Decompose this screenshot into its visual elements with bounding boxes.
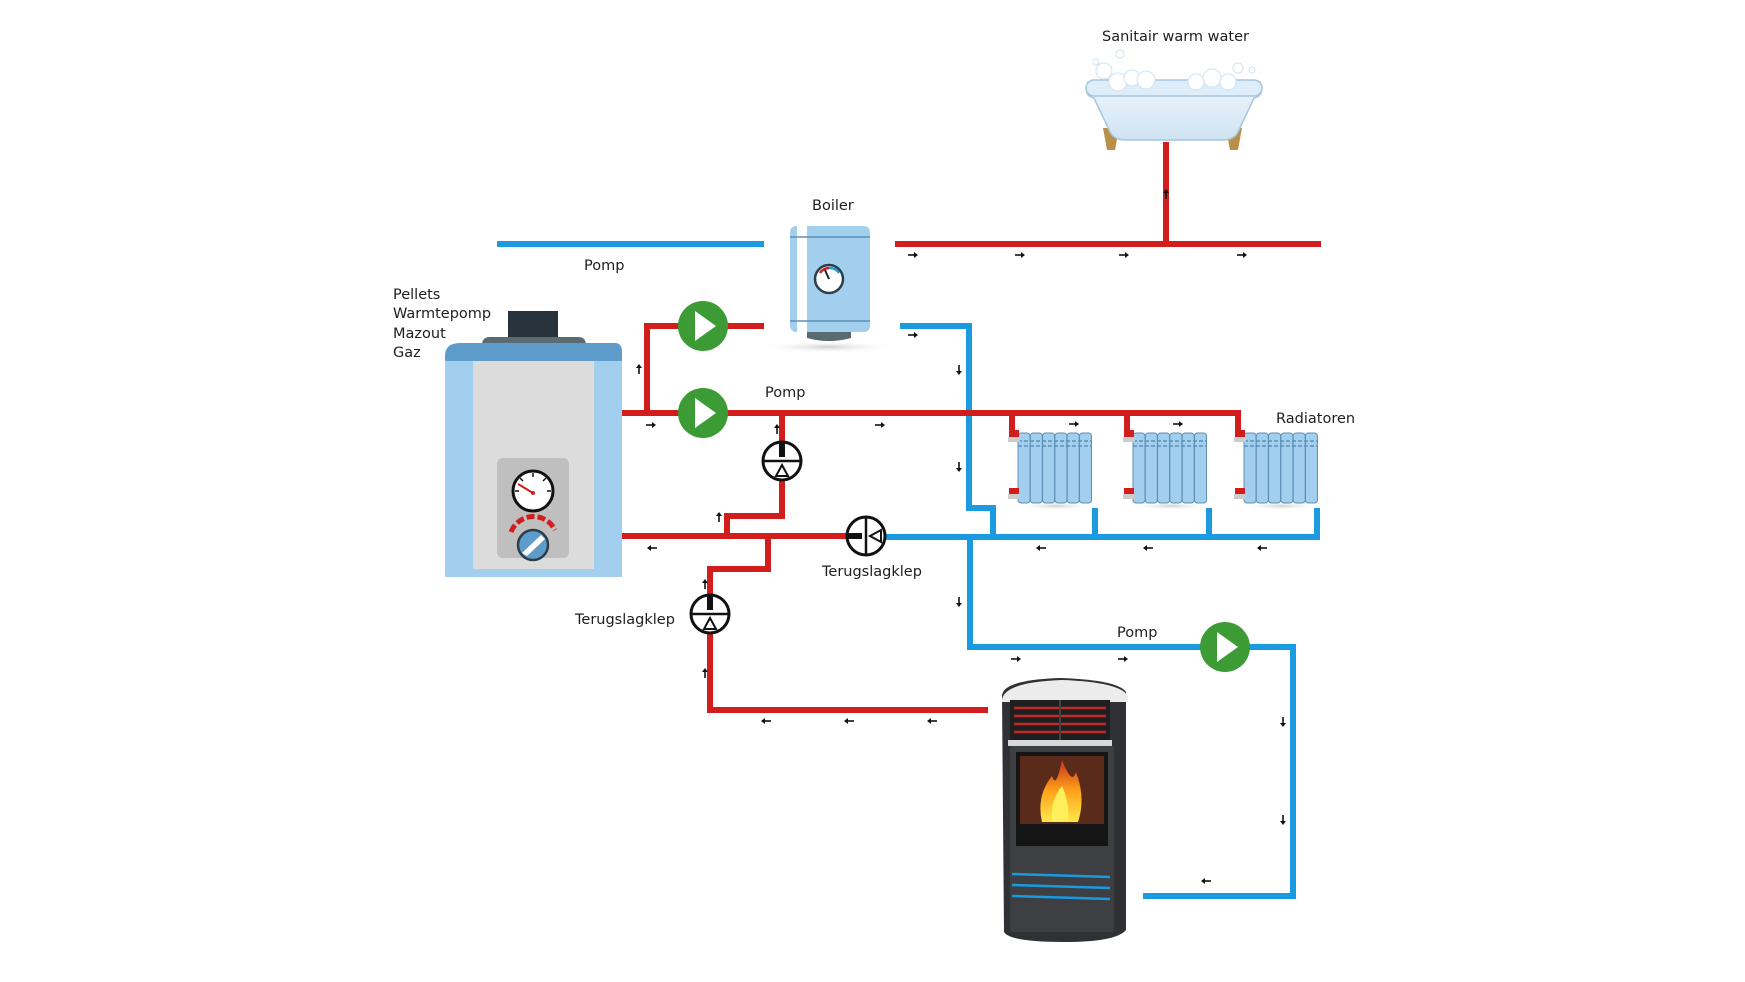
flow-arrow-left-icon [761,718,771,724]
flow-arrow-right-icon [1069,421,1079,427]
heat-source-item: Gaz [393,345,421,361]
flow-arrow-right-icon [1118,656,1128,662]
pumps [678,301,1250,672]
pump-top-label: Pomp [584,258,625,274]
radiators [1008,430,1322,510]
flow-arrow-left-icon [1036,545,1046,551]
hot-pipe-stove-return [707,536,988,713]
flow-arrow-right-icon [908,332,918,338]
cold-pipe-to-stove-pump [967,537,1296,899]
flow-arrow-up-icon [636,364,642,374]
flow-arrow-up-icon [702,668,708,678]
pump-icon [678,301,728,351]
flow-arrow-right-icon [1173,421,1183,427]
flow-arrow-left-icon [927,718,937,724]
radiator-icon [1123,430,1211,510]
check-valve-left-label: Terugslagklep [575,612,675,628]
radiator-valve-icon [1124,430,1134,437]
check-valve-right-label: Terugslagklep [822,564,922,580]
flow-arrow-left-icon [1143,545,1153,551]
check-valve-icon [845,515,887,557]
flow-arrow-right-icon [908,252,918,258]
flow-arrow-down-icon [956,365,962,375]
central-heater [445,311,622,577]
heat-source-item: Warmtepomp [393,306,492,322]
boiler-tank [760,226,896,353]
flow-arrow-right-icon [646,422,656,428]
radiators-label: Radiatoren [1276,411,1356,427]
radiator-valve-icon [1009,430,1019,437]
pellet-stove [1002,678,1128,942]
flow-arrow-right-icon [1119,252,1129,258]
pump-bottom-label: Pomp [1117,625,1158,641]
flow-arrow-left-icon [647,545,657,551]
radiator-valve-icon [1235,430,1245,437]
heat-source-item: Pellets [393,287,441,303]
cold-pipe-radiator-return [868,508,1320,540]
pump-middle-label: Pomp [765,385,806,401]
flow-arrow-down-icon [1280,815,1286,825]
cold-pipe-boiler-return [900,323,996,537]
pump-icon [1200,622,1250,672]
flow-arrow-right-icon [1237,252,1247,258]
hot-pipe-boiler-supply [620,410,1241,430]
flow-arrow-down-icon [956,597,962,607]
flow-arrow-left-icon [1201,878,1211,884]
radiator-valve-icon [1124,488,1134,494]
heat-source-item: Mazout [393,326,446,342]
flow-arrow-right-icon [1015,252,1025,258]
pump-icon [678,388,728,438]
flow-arrow-up-icon [716,512,722,522]
flow-arrow-left-icon [1257,545,1267,551]
check-valve-icon [761,440,803,482]
boiler-label: Boiler [812,198,854,214]
flow-arrow-right-icon [875,422,885,428]
radiator-icon [1008,430,1096,510]
flow-arrow-left-icon [844,718,854,724]
radiator-valve-icon [1235,488,1245,494]
flow-arrows [636,189,1286,884]
radiator-icon [1234,430,1322,510]
radiator-valve-icon [1009,488,1019,494]
flow-arrow-down-icon [1280,717,1286,727]
flow-arrow-up-icon [774,424,780,434]
cold-pipes [497,241,1320,899]
check-valve-icon [689,593,731,635]
flow-arrow-up-icon [1163,189,1169,199]
flow-arrow-right-icon [1011,656,1021,662]
check-valves [689,440,887,635]
flow-arrow-down-icon [956,462,962,472]
bath-label: Sanitair warm water [1102,29,1249,45]
hot-pipes [620,142,1321,713]
bathtub [1085,49,1263,150]
flow-arrow-up-icon [702,579,708,589]
